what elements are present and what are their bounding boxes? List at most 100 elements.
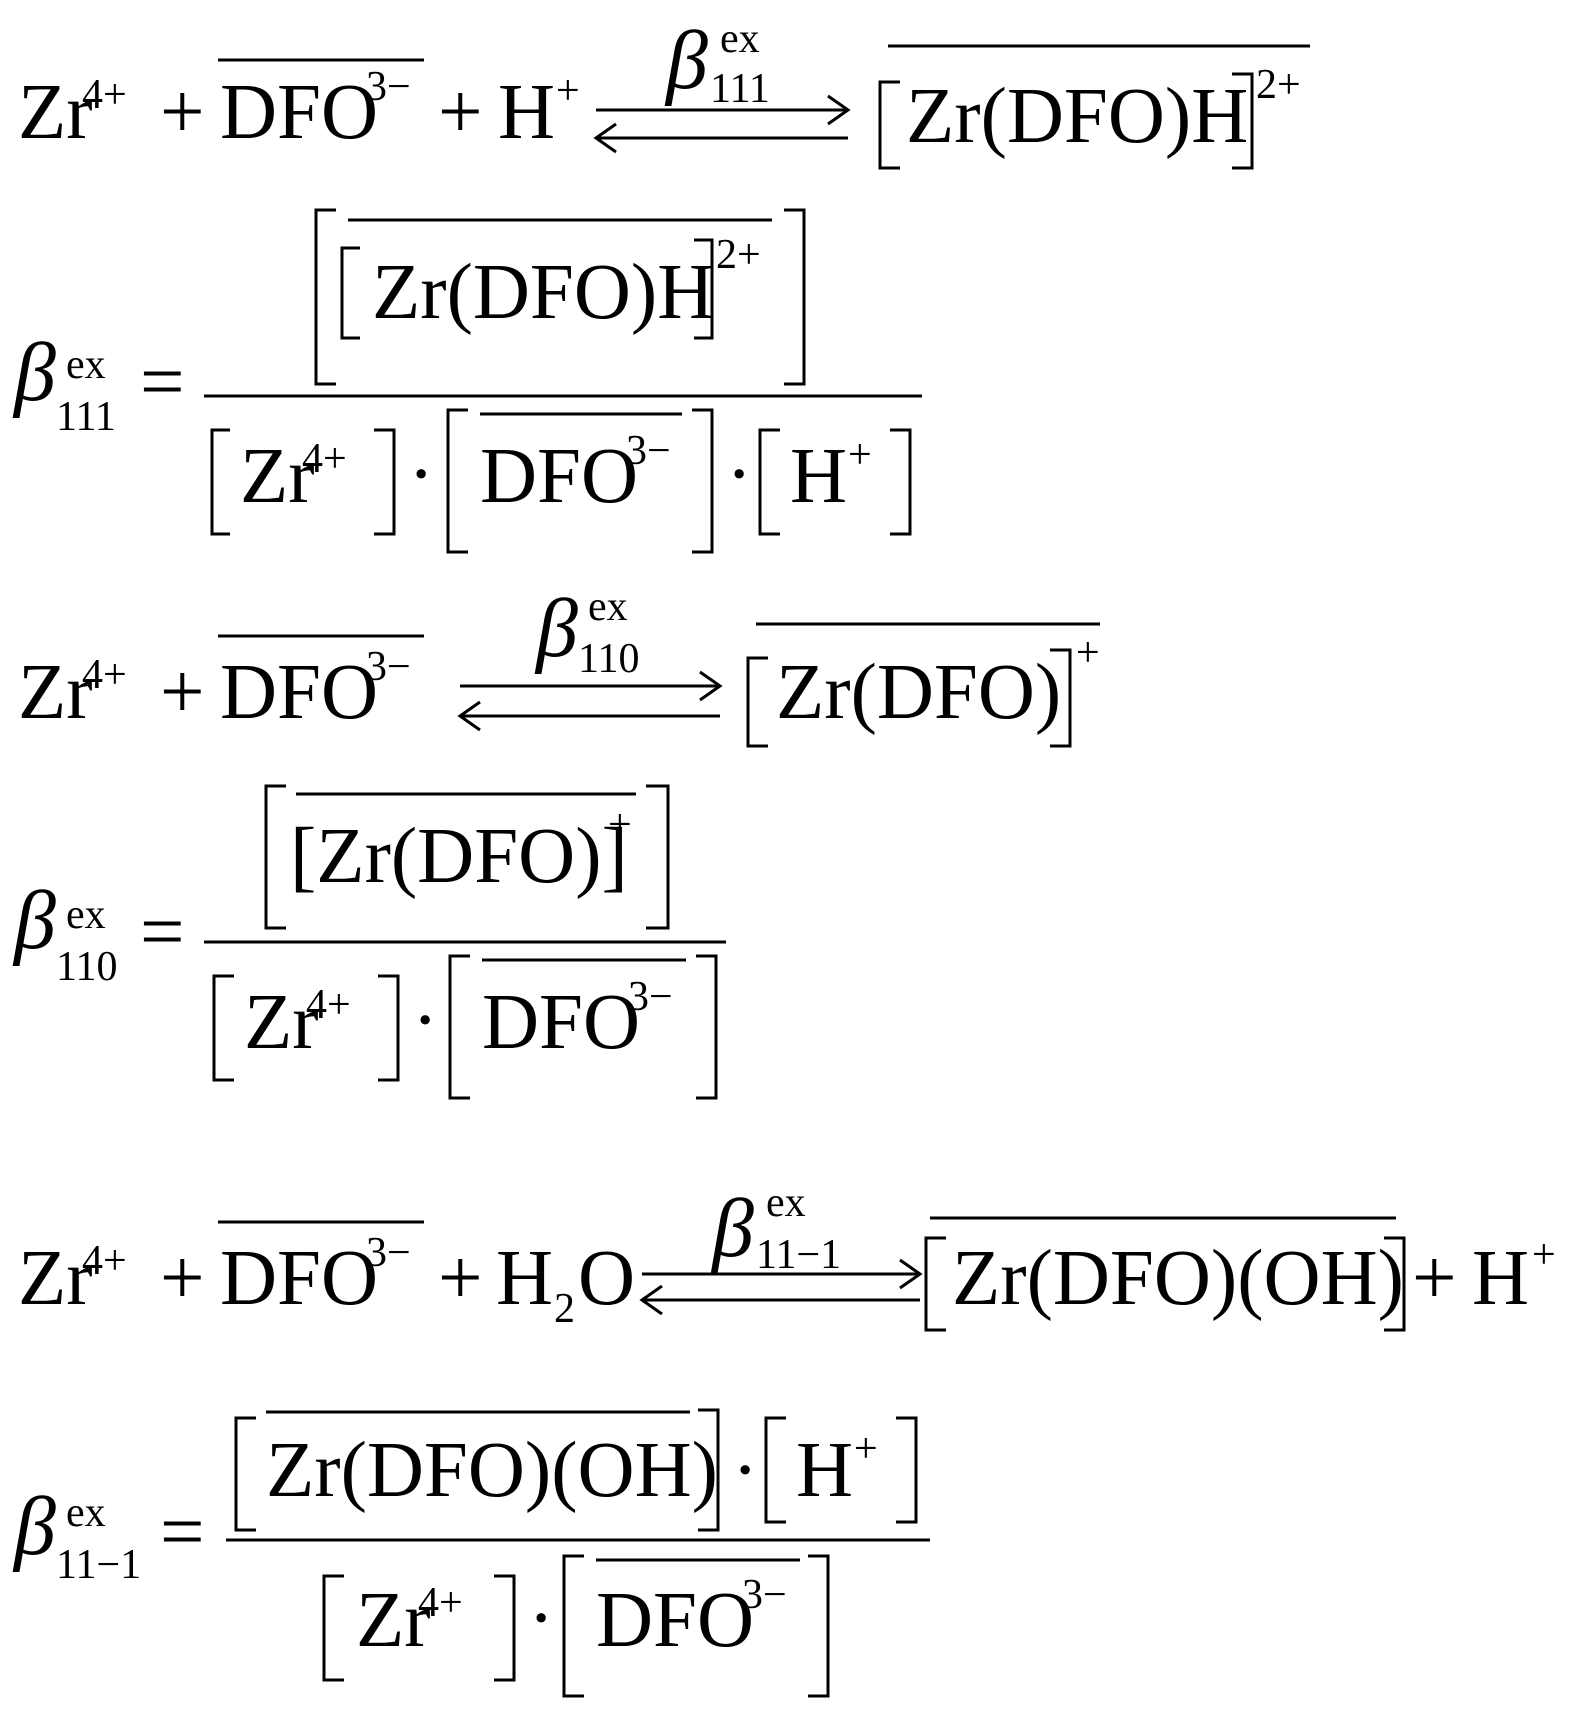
complex-zrdfooh: Zr(DFO)(OH) <box>952 1235 1404 1322</box>
beta-symbol: β <box>12 326 56 419</box>
h-symbol: H <box>498 69 555 156</box>
zr-charge: 4+ <box>302 436 347 482</box>
beta-superscript: ex <box>66 342 106 388</box>
beta-subscript: 11−1 <box>56 1542 141 1588</box>
zr-charge: 4+ <box>306 982 351 1028</box>
dfo-charge: 3− <box>366 1230 411 1276</box>
right-bracket <box>808 1554 830 1698</box>
dfo-charge: 3− <box>366 64 411 110</box>
complex-zrdfo: Zr(DFO) <box>776 649 1061 736</box>
left-bracket <box>764 1416 786 1524</box>
right-bracket <box>646 784 670 930</box>
h-charge: + <box>556 68 580 114</box>
beta-subscript: 111 <box>56 394 116 440</box>
beta-subscript: 11−1 <box>756 1232 841 1278</box>
right-bracket <box>896 1416 918 1524</box>
beta-subscript: 110 <box>56 944 117 990</box>
dot-operator: · <box>412 977 438 1064</box>
beta-symbol: β <box>664 14 708 107</box>
left-bracket <box>314 208 336 386</box>
complex-zrdfo-bracketed: [Zr(DFO)] <box>290 813 628 900</box>
beta-symbol: β <box>12 874 56 967</box>
complex-zrdfoh: Zr(DFO)H <box>906 73 1248 160</box>
right-bracket <box>1384 1236 1406 1332</box>
dfo-symbol: DFO <box>220 1235 378 1322</box>
right-bracket <box>378 974 400 1082</box>
zr-symbol: Zr <box>356 1577 431 1664</box>
complex-zrdfooh: Zr(DFO)(OH) <box>266 1427 718 1514</box>
zr-charge: 4+ <box>82 72 127 118</box>
beta-superscript: ex <box>588 584 628 630</box>
beta-symbol: β <box>534 582 578 675</box>
constant-11m1: β ex 11−1 = Zr(DFO)(OH) · H + Zr 4+ · DF… <box>12 1408 930 1698</box>
zr-symbol: Zr <box>18 69 93 156</box>
zr-symbol: Zr <box>18 649 93 736</box>
zr-charge: 4+ <box>82 1238 127 1284</box>
constant-110: β ex 110 = [Zr(DFO)] + Zr 4+ · DFO 3− <box>12 784 726 1100</box>
water-h: H <box>496 1235 553 1322</box>
right-bracket <box>494 1574 516 1682</box>
dfo-charge: 3− <box>626 428 671 474</box>
right-bracket <box>694 238 714 340</box>
dfo-symbol: DFO <box>480 433 638 520</box>
dot-operator: · <box>732 1427 758 1514</box>
dfo-symbol: DFO <box>220 649 378 736</box>
equilibrium-arrow-icon <box>457 670 723 732</box>
left-bracket <box>562 1554 584 1698</box>
left-bracket <box>234 1416 256 1532</box>
equals-sign: = <box>140 889 185 976</box>
beta-superscript: ex <box>66 1490 106 1536</box>
plus-sign: + <box>160 1235 205 1322</box>
complex-charge: 2+ <box>716 232 761 278</box>
dot-operator: · <box>528 1575 554 1662</box>
equilibrium-arrow-icon <box>639 1258 923 1316</box>
beta-symbol: β <box>12 1480 56 1573</box>
h-symbol: H <box>1472 1235 1529 1322</box>
constant-111: β ex 111 = Zr(DFO)H 2+ Zr 4+ · DFO 3− · … <box>12 208 922 554</box>
left-bracket <box>264 784 286 930</box>
plus-sign: + <box>160 649 205 736</box>
right-bracket <box>692 408 714 554</box>
left-bracket <box>448 954 470 1100</box>
beta-subscript: 110 <box>578 636 639 682</box>
zr-symbol: Zr <box>18 1235 93 1322</box>
left-bracket <box>340 246 360 340</box>
left-bracket <box>758 428 780 536</box>
zr-charge: 4+ <box>82 652 127 698</box>
beta-superscript: ex <box>766 1180 806 1226</box>
right-bracket <box>1232 72 1254 170</box>
water-o: O <box>578 1235 635 1322</box>
right-bracket <box>696 954 718 1100</box>
plus-sign: + <box>1412 1235 1457 1322</box>
dfo-symbol: DFO <box>596 1577 754 1664</box>
equilibrium-arrow-icon <box>593 94 851 154</box>
right-bracket <box>698 1408 720 1532</box>
beta-symbol: β <box>710 1182 754 1275</box>
reaction-111: Zr 4+ + DFO 3− + H + β ex 111 Zr(DFO)H 2… <box>18 14 1310 170</box>
zr-symbol: Zr <box>240 433 315 520</box>
dfo-charge: 3− <box>628 974 673 1020</box>
complex-charge: + <box>608 802 632 848</box>
beta-subscript: 111 <box>710 66 770 112</box>
right-bracket <box>1050 648 1072 748</box>
right-bracket <box>784 208 806 386</box>
left-bracket <box>212 974 234 1082</box>
equals-sign: = <box>160 1489 205 1576</box>
dfo-symbol: DFO <box>220 69 378 156</box>
zr-charge: 4+ <box>418 1580 463 1626</box>
left-bracket <box>878 80 900 170</box>
zr-symbol: Zr <box>244 979 319 1066</box>
h-charge: + <box>848 432 872 478</box>
left-bracket <box>446 408 468 554</box>
dfo-symbol: DFO <box>482 979 640 1066</box>
dfo-charge: 3− <box>742 1572 787 1618</box>
h-symbol: H <box>796 1427 853 1514</box>
plus-sign: + <box>438 69 483 156</box>
complex-charge: + <box>1076 630 1100 676</box>
complex-zrdfoh: Zr(DFO)H <box>372 249 714 336</box>
plus-sign: + <box>438 1235 483 1322</box>
right-bracket <box>374 428 396 536</box>
equals-sign: = <box>140 339 185 426</box>
dot-operator: · <box>726 431 752 518</box>
